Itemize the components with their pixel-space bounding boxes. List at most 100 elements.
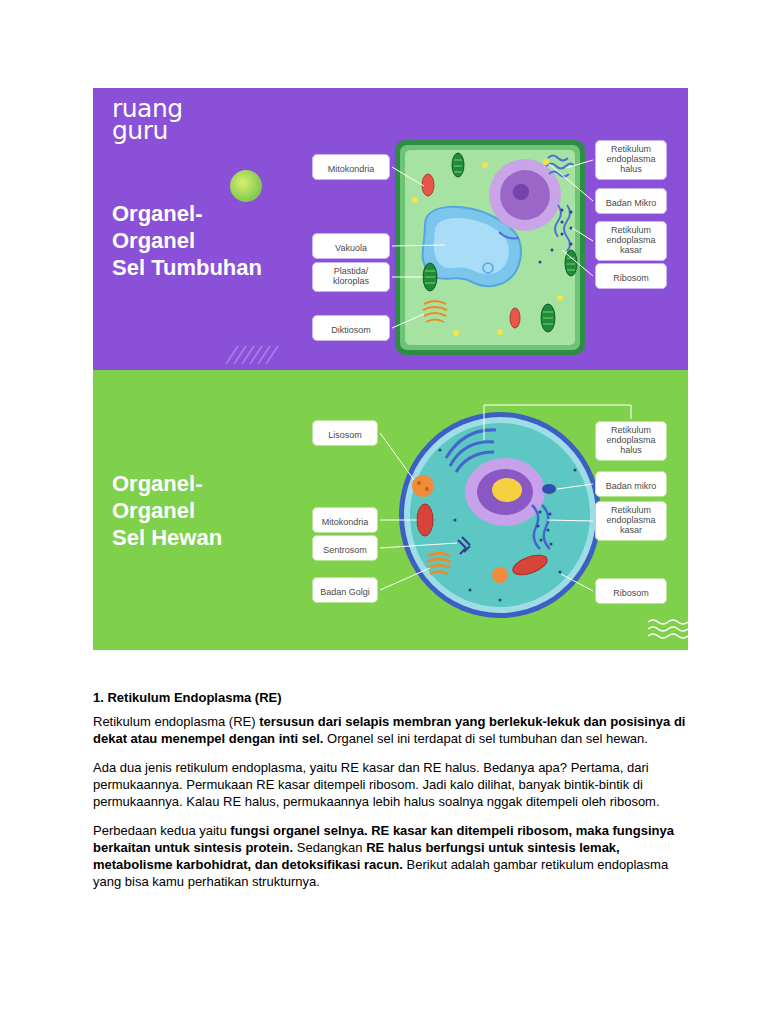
cell-part-circle <box>561 221 564 224</box>
cell-part-path <box>549 164 593 201</box>
organelle-label: Retikulum endoplasma kasar <box>595 221 667 261</box>
panel-title: Organel- Organel Sel Tumbuhan <box>112 200 262 281</box>
cell-part-circle <box>547 529 550 532</box>
organelle-label: Lisosom <box>312 420 378 446</box>
cell-part-path <box>561 574 593 591</box>
animal-panel: Organel- Organel Sel HewanLisosomMitokon… <box>93 370 688 650</box>
cell-part-circle <box>499 599 502 602</box>
cell-part-circle <box>570 211 573 214</box>
label-text: Retikulum endoplasma halus <box>606 425 655 455</box>
organelle-label: Retikulum endoplasma kasar <box>595 501 667 541</box>
cell-part-path <box>392 277 423 278</box>
organelle-label: Mitokondria <box>312 154 390 180</box>
cell-part-path <box>427 553 451 574</box>
cell-part-circle <box>539 261 542 264</box>
cell-part-ellipse <box>417 504 433 536</box>
label-text: Lisosom <box>328 430 362 440</box>
label-text: Sentrosom <box>323 545 367 555</box>
cell-part-ellipse <box>477 469 533 515</box>
label-text: Badan Golgi <box>320 587 370 597</box>
label-text: Retikulum endoplasma halus <box>606 144 655 174</box>
cell-part-path <box>557 484 593 489</box>
cell-part-circle <box>551 249 554 252</box>
cell-part-circle <box>497 329 503 335</box>
organelle-label: Vakuola <box>312 233 390 259</box>
organelle-label: Badan Golgi <box>312 577 378 603</box>
cell-part-g <box>423 153 577 332</box>
cell-part-g <box>439 449 577 602</box>
cell-part-ellipse <box>399 412 601 618</box>
brand-logo: ruang guru <box>112 98 183 142</box>
cell-part-path <box>425 160 575 324</box>
cell-part-rect <box>405 150 575 345</box>
cell-part-path <box>423 301 447 322</box>
organelle-label: Sentrosom <box>312 535 378 561</box>
cell-part-ellipse <box>404 417 596 613</box>
cell-part-path <box>392 245 445 246</box>
cell-part-circle <box>561 209 564 212</box>
cell-part-path <box>434 218 509 274</box>
cell-part-circle <box>439 449 442 452</box>
cell-part-circle <box>454 519 457 522</box>
cell-part-ellipse <box>422 174 434 196</box>
cell-part-circle <box>492 567 508 583</box>
cell-part-circle <box>570 243 573 246</box>
paragraph: Ada dua jenis retikulum endoplasma, yait… <box>93 759 688 810</box>
cell-part-circle <box>561 233 564 236</box>
cell-part-path <box>392 167 424 186</box>
cell-part-ellipse <box>510 551 549 578</box>
plant-panel: ruang guruOrganel- Organel Sel Tumbuhan M… <box>93 88 688 370</box>
cell-part-ellipse <box>510 308 520 328</box>
cell-part-circle <box>412 475 434 497</box>
label-text: Plastida/ kloroplas <box>333 266 369 286</box>
cell-part-circle <box>539 511 542 514</box>
cell-part-circle <box>469 589 472 592</box>
cell-part-g <box>412 159 563 336</box>
body-text: Sedangkan <box>297 840 363 855</box>
organelle-label: Ribosom <box>595 263 667 289</box>
cell-part-ellipse <box>465 458 545 526</box>
cell-part-circle <box>557 295 563 301</box>
cell-part-ellipse <box>542 484 556 494</box>
cell-part-circle <box>483 263 493 273</box>
label-text: Ribosom <box>613 588 649 598</box>
label-text: Ribosom <box>613 273 649 283</box>
cell-part-circle <box>574 469 577 472</box>
green-panel <box>93 370 688 650</box>
cell-part-circle <box>425 487 429 491</box>
label-text: Vakuola <box>335 243 367 253</box>
cell-part-circle <box>550 543 553 546</box>
cell-part-circle <box>513 184 529 200</box>
body-text: Perbedaan kedua yaitu <box>93 823 227 838</box>
gradient-dot <box>230 170 262 202</box>
label-text: Mitokondria <box>322 517 369 527</box>
cell-part-circle <box>543 159 549 165</box>
section-heading: 1. Retikulum Endoplasma (RE) <box>93 689 688 706</box>
cell-part-path <box>380 568 430 590</box>
cell-part-path <box>572 228 593 241</box>
cell-part-circle <box>537 525 540 528</box>
organelle-label: Badan Mikro <box>595 188 667 214</box>
article-body: Retikulum endoplasma (RE) tersusun dari … <box>93 713 688 902</box>
cell-part-circle <box>500 170 550 220</box>
cell-part-circle <box>489 159 561 231</box>
cell-part-path <box>562 250 593 276</box>
cell-part-path <box>547 520 593 521</box>
cell-part-rect <box>395 140 585 355</box>
paragraph: Perbedaan kedua yaitu fungsi organel sel… <box>93 822 688 890</box>
stripe-decor <box>226 346 278 364</box>
body-text: Organel sel ini terdapat di sel tumbuhan… <box>327 731 648 746</box>
cell-part-circle <box>559 571 562 574</box>
cell-part-circle <box>482 162 488 168</box>
cell-part-path <box>499 205 570 251</box>
cell-part-circle <box>412 197 418 203</box>
cell-part-path <box>392 314 424 328</box>
label-text: Mitokondria <box>328 164 375 174</box>
decorations <box>226 170 688 638</box>
cell-part-path <box>380 520 417 521</box>
label-text: Diktiosom <box>331 325 371 335</box>
label-text: Retikulum endoplasma kasar <box>606 225 655 255</box>
cell-part-path <box>380 433 414 480</box>
cell-part-circle <box>549 513 552 516</box>
